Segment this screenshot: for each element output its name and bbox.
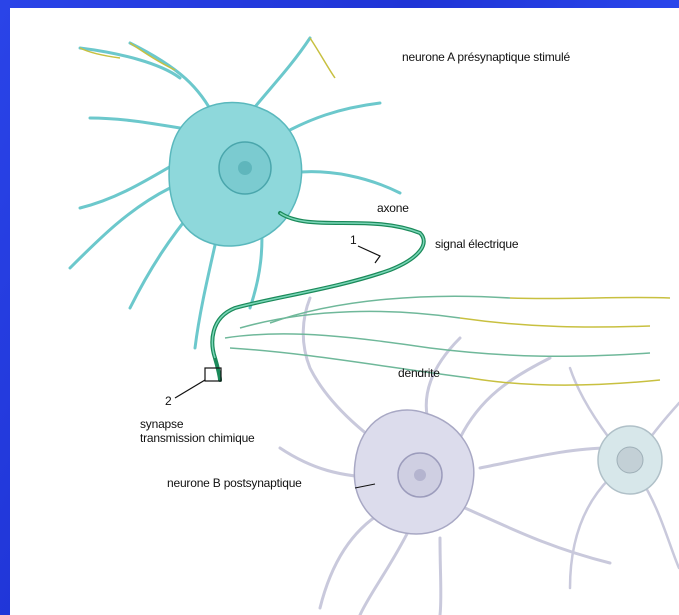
dendrite-tips [460,297,670,385]
label-marker-2: 2 [165,394,171,408]
label-axon: axone [377,201,409,215]
neuron-c-nucleus [617,447,643,473]
label-neuron-b: neurone B postsynaptique [167,476,302,490]
marker-2-line [175,380,205,398]
neuron-illustration [10,8,679,615]
label-dendrite: dendrite [398,366,440,380]
label-synapse: synapse [140,417,183,431]
neuron-diagram-panel: neurone A présynaptique stimulé axone si… [10,8,679,615]
label-transmission: transmission chimique [140,431,255,445]
neuron-a-nucleolus [238,161,252,175]
label-neuron-a: neurone A présynaptique stimulé [402,50,570,64]
marker-1-line [358,246,380,263]
label-signal: signal électrique [435,237,518,251]
label-marker-1: 1 [350,233,356,247]
neuron-b-nucleolus [414,469,426,481]
